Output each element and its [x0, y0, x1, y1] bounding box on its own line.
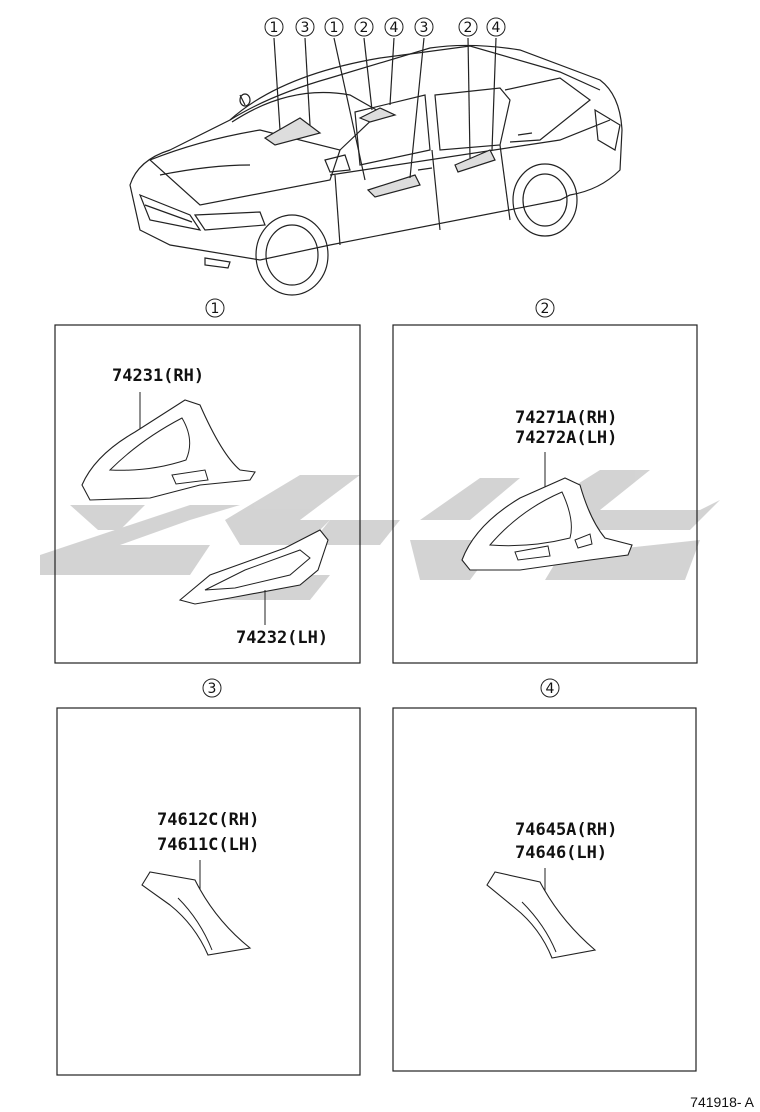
panel-4: 4 74645A(RH) 74646(LH): [392, 678, 697, 1072]
svg-text:1: 1: [270, 20, 279, 36]
panel-2: 2 74271A(RH) 74272A(LH): [392, 298, 698, 664]
svg-text:4: 4: [492, 20, 501, 36]
part-74271A-shape: [461, 477, 633, 571]
svg-text:3: 3: [301, 20, 310, 36]
panel-1-number: 1: [211, 301, 220, 317]
svg-text:2: 2: [464, 20, 473, 36]
panel-4-number: 4: [546, 681, 555, 697]
callout-3b: 3: [414, 17, 434, 37]
svg-text:3: 3: [420, 20, 429, 36]
drawing-code: 741918- A: [690, 1094, 754, 1110]
panel-3: 3 74612C(RH) 74611C(LH): [56, 678, 361, 1076]
svg-text:1: 1: [330, 20, 339, 36]
panel-2-number: 2: [541, 301, 550, 317]
car-overview-illustration: [129, 37, 623, 296]
part-74272A-label: 74272A(LH): [515, 428, 617, 448]
part-74612C-label: 74612C(RH): [157, 810, 259, 830]
part-74232-label: 74232(LH): [236, 628, 328, 648]
panel-1: 1 74231(RH) 74232(LH): [54, 298, 361, 664]
panel-3-number: 3: [208, 681, 217, 697]
callout-4b: 4: [486, 17, 506, 37]
part-74645A-label: 74645A(RH): [515, 820, 617, 840]
callout-3a: 3: [295, 17, 315, 37]
callout-2b: 2: [458, 17, 478, 37]
callout-4a: 4: [384, 17, 404, 37]
callout-2a: 2: [354, 17, 374, 37]
svg-text:4: 4: [390, 20, 399, 36]
callout-1b: 1: [324, 17, 344, 37]
callout-1a: 1: [264, 17, 284, 37]
part-74231-shape: [81, 399, 256, 501]
part-74611C-label: 74611C(LH): [157, 835, 259, 855]
part-74646-label: 74646(LH): [515, 843, 607, 863]
part-74612C-shape: [141, 871, 252, 956]
part-74231-label: 74231(RH): [112, 366, 204, 386]
part-74271A-label: 74271A(RH): [515, 408, 617, 428]
part-74645A-shape: [486, 871, 597, 959]
svg-text:2: 2: [360, 20, 369, 36]
